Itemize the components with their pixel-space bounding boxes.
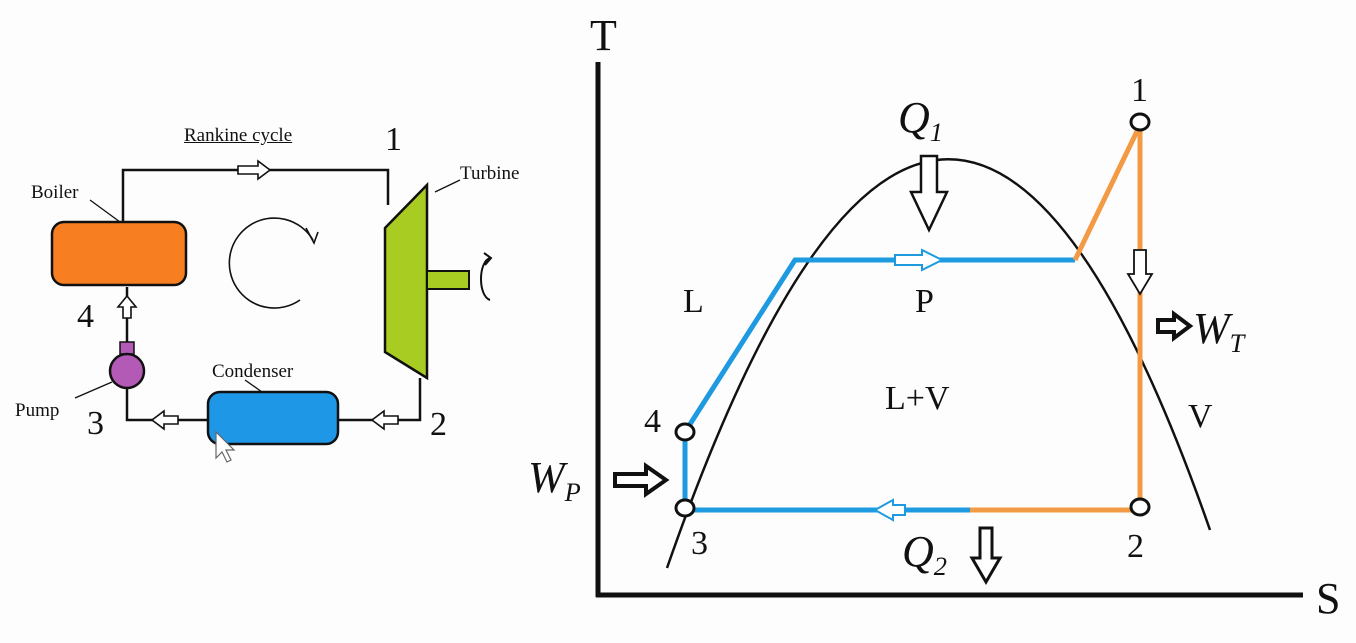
vapor-region-label: V [1188, 398, 1213, 435]
mouse-cursor-icon [215, 430, 236, 463]
boiler-leader [89, 199, 121, 223]
heat-in-arrow [909, 154, 949, 233]
turbine-label: Turbine [460, 163, 520, 184]
state-point-1-marker [1129, 112, 1151, 132]
turbine-work-arrow [1156, 310, 1194, 342]
pump-label: Pump [15, 400, 60, 421]
expansion-arrow-down [1126, 249, 1154, 296]
heat-out-label: Q2 [902, 527, 947, 582]
state-point-3-marker [674, 498, 696, 518]
t-axis-label: T [590, 11, 617, 60]
turbine-shaft [426, 270, 470, 290]
pipe-turbine-to-condenser [338, 378, 422, 422]
flow-arrow-left [150, 409, 179, 431]
pipe-boiler-to-turbine [121, 168, 390, 222]
heat-out-arrow [969, 526, 1003, 585]
shaft-rotation-arrowhead [483, 252, 493, 266]
schematic-state-4: 4 [77, 298, 94, 335]
pump-work-label: WP [528, 453, 581, 508]
turbine-leader [434, 179, 461, 193]
pump-nozzle [119, 341, 135, 355]
pump-leader [74, 381, 113, 399]
saturation-dome [665, 158, 1212, 569]
ts-state-1: 1 [1131, 72, 1148, 109]
pump [108, 352, 146, 390]
liquid-region-label: L [683, 283, 704, 320]
s-axis-label: S [1316, 574, 1341, 623]
path-superheat-and-expansion [970, 123, 1143, 513]
pump-work-arrow [613, 462, 670, 498]
turbine-work-label: WT [1193, 304, 1245, 359]
pressure-label: P [915, 283, 934, 320]
condenser-label: Condenser [212, 361, 294, 382]
turbine [383, 181, 429, 381]
flow-arrow-left [370, 409, 399, 431]
state-point-2-marker [1129, 497, 1151, 517]
path-pump-and-heating [682, 257, 1075, 508]
ts-state-2: 2 [1127, 528, 1144, 565]
flow-arrow-right [237, 159, 272, 181]
shaft-rotation-icon [480, 257, 491, 301]
flow-arrow-right [894, 248, 945, 272]
ts-state-3: 3 [691, 525, 708, 562]
boiler-label: Boiler [31, 182, 79, 203]
cycle-rotation-arrowhead [305, 227, 319, 245]
schematic-state-2: 2 [430, 406, 447, 443]
boiler [50, 220, 188, 287]
schematic-state-1: 1 [385, 121, 402, 158]
ts-state-4: 4 [644, 403, 661, 440]
schematic-state-3: 3 [87, 405, 104, 442]
condenser-leader [244, 379, 263, 393]
flow-arrow-left [872, 498, 906, 522]
heat-in-label: Q1 [898, 93, 943, 148]
condenser [206, 390, 340, 446]
flow-arrow-up [116, 294, 138, 319]
mixture-region-label: L+V [885, 380, 950, 417]
cycle-rotation-icon [228, 217, 314, 309]
diagram-title: Rankine cycle [184, 125, 293, 146]
pipe-condenser-to-pump [125, 388, 208, 422]
state-point-4-marker [674, 422, 696, 442]
